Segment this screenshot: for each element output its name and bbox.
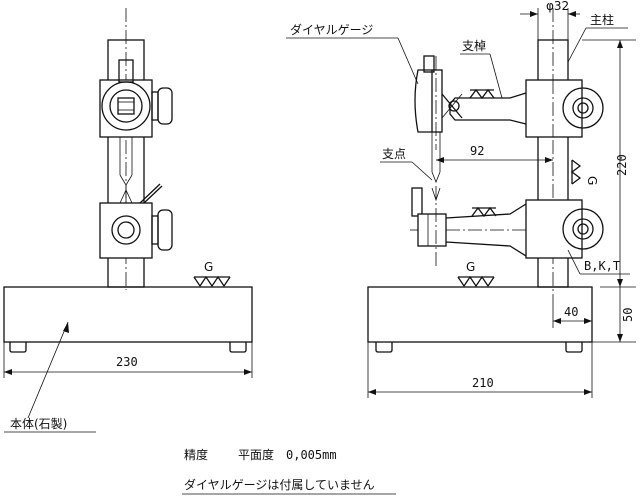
- front-lever: [139, 183, 161, 204]
- upper-knob-neck: [151, 91, 159, 121]
- dial-gauge-body: [431, 69, 443, 133]
- lower-knob: [157, 209, 173, 251]
- side-width-value: 210: [472, 376, 494, 390]
- side-column-grade-mark: G: [585, 176, 599, 185]
- side-base-foot-right: [565, 342, 583, 353]
- dial-gauge-label: ダイヤルゲージ: [290, 22, 373, 37]
- notes: 精度 平面度 0,005mm ダイヤルゲージは付属していません: [182, 447, 396, 495]
- side-lower-knob-circle: [562, 208, 604, 250]
- dial-gauge-leader: [397, 37, 419, 85]
- side-upper-arm: [449, 92, 527, 125]
- body-leader-line: [27, 321, 69, 419]
- remark-text: ダイヤルゲージは付属していません: [184, 477, 375, 492]
- anvil-block: [417, 213, 447, 247]
- dial-gauge-cap: [423, 55, 435, 73]
- dimension-40: 40: [564, 305, 578, 319]
- column-label: 主柱: [590, 12, 614, 27]
- side-column-grade: [570, 159, 582, 185]
- side-grade-triangles: [457, 275, 495, 288]
- flatness-value: 0,005mm: [286, 448, 337, 462]
- side-view: φ32 主柱 ダイヤルゲージ 支棹: [286, 0, 636, 398]
- lower-knob-neck: [151, 215, 159, 245]
- dimension-220: 220: [615, 154, 629, 176]
- dial-gauge-stem-top: [118, 59, 134, 83]
- side-lower-arm: [445, 203, 527, 257]
- contact-leader: [411, 161, 433, 181]
- body-label: 本体(石製): [10, 417, 67, 431]
- side-upper-knob-circle: [562, 87, 604, 129]
- side-grade-mark: G: [466, 260, 475, 274]
- base-foot-left: [9, 342, 27, 353]
- side-lower-arm-grade: [471, 206, 497, 218]
- accuracy-label: 精度: [184, 447, 208, 462]
- arm-label: 支棹: [462, 39, 486, 53]
- base-foot-right: [229, 342, 247, 353]
- side-base-foot-left: [375, 342, 393, 353]
- anvil-post: [411, 187, 423, 217]
- front-grade-triangles: [193, 275, 231, 288]
- flatness-label: 平面度: [238, 447, 274, 462]
- dial-gauge-pivot: [448, 100, 460, 112]
- side-base-block: [367, 286, 593, 343]
- upper-clamp-inner: [109, 89, 143, 123]
- base-block: [3, 286, 253, 343]
- dimension-92: 92: [470, 144, 484, 158]
- dimension-50: 50: [621, 308, 635, 322]
- finish-leader: [567, 249, 581, 275]
- upper-clamp-hub: [117, 97, 135, 115]
- column-diameter: φ32: [546, 0, 569, 13]
- contact-label: 支点: [382, 147, 406, 161]
- lower-clamp-inner: [117, 221, 135, 239]
- front-width-value: 230: [116, 355, 138, 369]
- side-upper-arm-grade: [469, 88, 495, 100]
- front-view: G 230 本体(石製): [3, 8, 253, 433]
- lower-clamp-block: [99, 202, 153, 259]
- front-grade-mark: G: [204, 260, 213, 274]
- upper-knob: [157, 87, 173, 125]
- side-contact-point: [431, 171, 441, 184]
- upper-clamp-block: [99, 79, 153, 138]
- column-leader: [567, 27, 587, 63]
- arm-leader: [489, 53, 503, 99]
- dial-gauge-bezel: [414, 69, 432, 133]
- finish-label: B,K,T: [584, 259, 620, 273]
- lower-clamp-circle: [111, 215, 141, 245]
